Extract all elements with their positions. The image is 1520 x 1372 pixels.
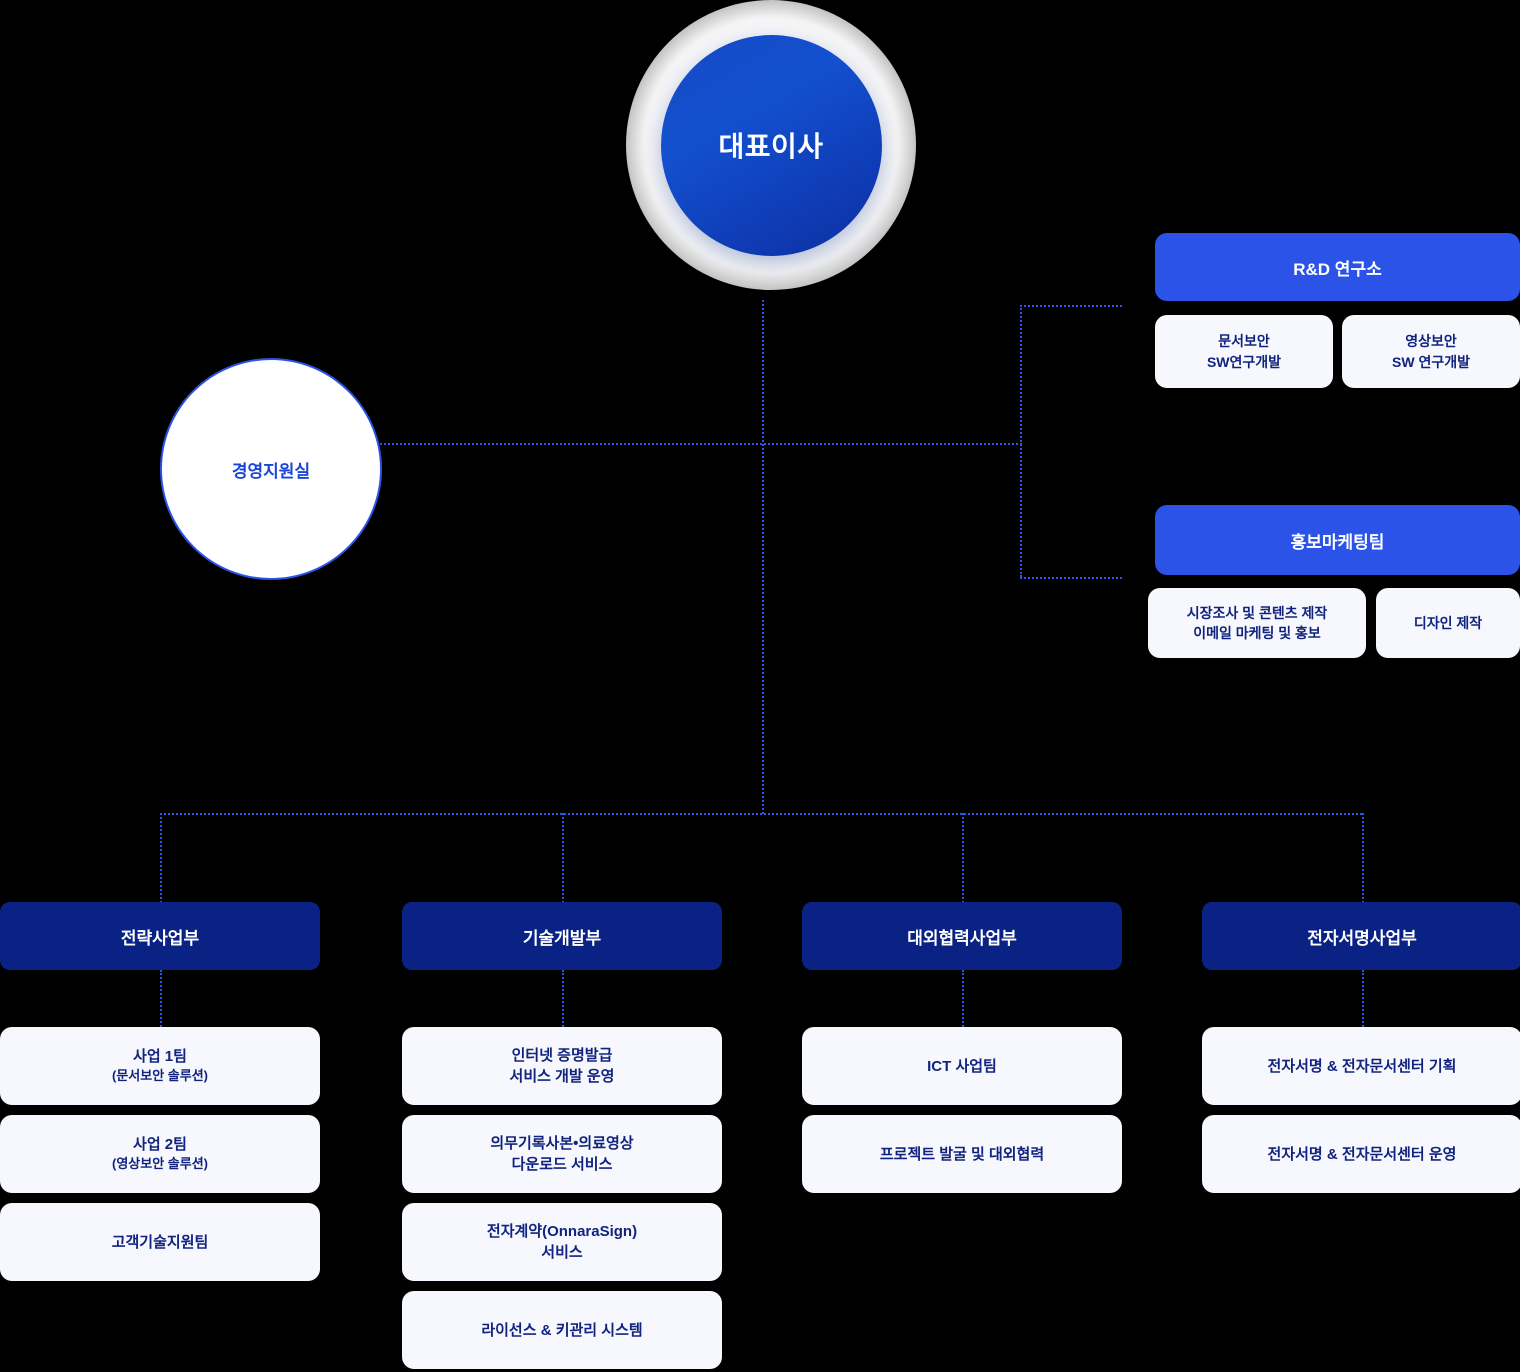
dept-item-2-3-line2: 서비스: [541, 1244, 583, 1261]
ceo-label: 대표이사: [718, 131, 824, 162]
dept-head-1[interactable]: 전략사업부: [0, 902, 320, 970]
dept-item-2-1-line2: 서비스 개발 운영: [509, 1068, 615, 1085]
dept-item-3-2-line1: 프로젝트 발굴 및 대외협력: [879, 1145, 1045, 1163]
connector-ceo-trunk: [762, 300, 764, 814]
ceo-circle: 대표이사: [660, 34, 882, 256]
connector-dept-3-to-items: [962, 970, 964, 1027]
dept-item-4-1[interactable]: 전자서명 & 전자문서센터 기획: [1202, 1027, 1520, 1105]
dept-item-1-3[interactable]: 고객기술지원팀: [0, 1203, 320, 1281]
group-item-rnd-1-line1: 문서보안: [1218, 333, 1270, 350]
dept-item-1-2-line1: 사업 2팀: [133, 1136, 187, 1154]
dept-item-1-1-line2: (문서보안 솔루션): [112, 1068, 208, 1084]
dept-item-2-2[interactable]: 의무기록사본•의료영상 다운로드 서비스: [402, 1115, 722, 1193]
dept-items-1: 사업 1팀 (문서보안 솔루션) 사업 2팀 (영상보안 솔루션) 고객기술지원…: [0, 1027, 320, 1281]
dept-item-3-2[interactable]: 프로젝트 발굴 및 대외협력: [802, 1115, 1122, 1193]
group-head-marketing[interactable]: 홍보마케팅팀: [1155, 505, 1520, 575]
connector-dept-2-to-items: [562, 970, 564, 1027]
dept-item-1-2-line2: (영상보안 솔루션): [112, 1156, 208, 1172]
connector-drop-dept-1: [160, 813, 162, 903]
connector-drop-dept-2: [562, 813, 564, 903]
dept-items-2: 인터넷 증명발급 서비스 개발 운영 의무기록사본•의료영상 다운로드 서비스 …: [402, 1027, 722, 1369]
dept-column-2: 기술개발부 인터넷 증명발급 서비스 개발 운영 의무기록사본•의료영상 다운로…: [402, 902, 722, 1369]
dept-item-2-3-line1: 전자계약(OnnaraSign): [486, 1223, 638, 1240]
dept-items-3: ICT 사업팀 프로젝트 발굴 및 대외협력: [802, 1027, 1122, 1193]
connector-support-horizontal: [380, 443, 1022, 445]
group-item-rnd-1-line2: SW연구개발: [1206, 353, 1282, 370]
connector-bottom-bus: [160, 813, 1362, 815]
group-item-marketing-1-line2: 이메일 마케팅 및 홍보: [1193, 625, 1321, 641]
dept-item-2-2-line2: 다운로드 서비스: [511, 1156, 613, 1173]
connector-marketing-branch: [1020, 577, 1122, 579]
dept-head-1-label: 전략사업부: [120, 928, 200, 948]
dept-item-3-1[interactable]: ICT 사업팀: [802, 1027, 1122, 1105]
group-item-rnd-2-line1: 영상보안: [1405, 333, 1457, 350]
dept-item-2-4[interactable]: 라이선스 & 키관리 시스템: [402, 1291, 722, 1369]
group-item-rnd-2[interactable]: 영상보안 SW 연구개발: [1342, 315, 1520, 388]
dept-item-1-3-line1: 고객기술지원팀: [111, 1233, 209, 1251]
connector-drop-dept-3: [962, 813, 964, 903]
group-item-marketing-1-line1: 시장조사 및 콘텐츠 제작: [1186, 604, 1328, 621]
ceo-node[interactable]: 대표이사: [626, 0, 916, 290]
dept-head-2-label: 기술개발부: [522, 928, 602, 948]
dept-item-1-1-line1: 사업 1팀: [133, 1048, 187, 1066]
group-head-marketing-label: 홍보마케팅팀: [1290, 532, 1385, 552]
connector-drop-dept-4: [1362, 813, 1364, 903]
connector-rd-branch: [1020, 305, 1122, 307]
connector-dept-1-to-items: [160, 970, 162, 1027]
group-head-rnd-label: R&D 연구소: [1293, 259, 1382, 279]
group-item-rnd-1[interactable]: 문서보안 SW연구개발: [1155, 315, 1333, 388]
group-item-rnd-2-line2: SW 연구개발: [1392, 353, 1470, 370]
dept-item-2-1-line1: 인터넷 증명발급: [511, 1047, 613, 1064]
dept-item-4-2-line1: 전자서명 & 전자문서센터 운영: [1267, 1145, 1457, 1163]
group-head-rnd[interactable]: R&D 연구소: [1155, 233, 1520, 301]
group-item-marketing-1[interactable]: 시장조사 및 콘텐츠 제작 이메일 마케팅 및 홍보: [1148, 588, 1366, 658]
dept-item-1-1[interactable]: 사업 1팀 (문서보안 솔루션): [0, 1027, 320, 1105]
dept-column-1: 전략사업부 사업 1팀 (문서보안 솔루션) 사업 2팀 (영상보안 솔루션) …: [0, 902, 320, 1281]
dept-item-1-2[interactable]: 사업 2팀 (영상보안 솔루션): [0, 1115, 320, 1193]
support-office-node[interactable]: 경영지원실: [160, 358, 382, 580]
support-office-label: 경영지원실: [231, 461, 311, 481]
dept-head-2[interactable]: 기술개발부: [402, 902, 722, 970]
dept-column-3: 대외협력사업부 ICT 사업팀 프로젝트 발굴 및 대외협력: [802, 902, 1122, 1193]
dept-item-3-1-line1: ICT 사업팀: [927, 1057, 997, 1075]
dept-column-4: 전자서명사업부 전자서명 & 전자문서센터 기획 전자서명 & 전자문서센터 운…: [1202, 902, 1520, 1193]
dept-item-2-4-line1: 라이선스 & 키관리 시스템: [481, 1321, 643, 1339]
dept-item-4-1-line1: 전자서명 & 전자문서센터 기획: [1267, 1057, 1457, 1075]
group-item-marketing-2[interactable]: 디자인 제작: [1376, 588, 1520, 658]
dept-head-4-label: 전자서명사업부: [1307, 928, 1417, 948]
dept-item-2-1[interactable]: 인터넷 증명발급 서비스 개발 운영: [402, 1027, 722, 1105]
group-item-marketing-2-line1: 디자인 제작: [1413, 614, 1483, 631]
connector-dept-4-to-items: [1362, 970, 1364, 1027]
dept-item-4-2[interactable]: 전자서명 & 전자문서센터 운영: [1202, 1115, 1520, 1193]
dept-head-4[interactable]: 전자서명사업부: [1202, 902, 1520, 970]
dept-head-3-label: 대외협력사업부: [907, 928, 1017, 948]
dept-items-4: 전자서명 & 전자문서센터 기획 전자서명 & 전자문서센터 운영: [1202, 1027, 1520, 1193]
dept-head-3[interactable]: 대외협력사업부: [802, 902, 1122, 970]
dept-item-2-3[interactable]: 전자계약(OnnaraSign) 서비스: [402, 1203, 722, 1281]
connector-right-riser: [1020, 305, 1022, 577]
dept-item-2-2-line1: 의무기록사본•의료영상: [490, 1135, 634, 1152]
